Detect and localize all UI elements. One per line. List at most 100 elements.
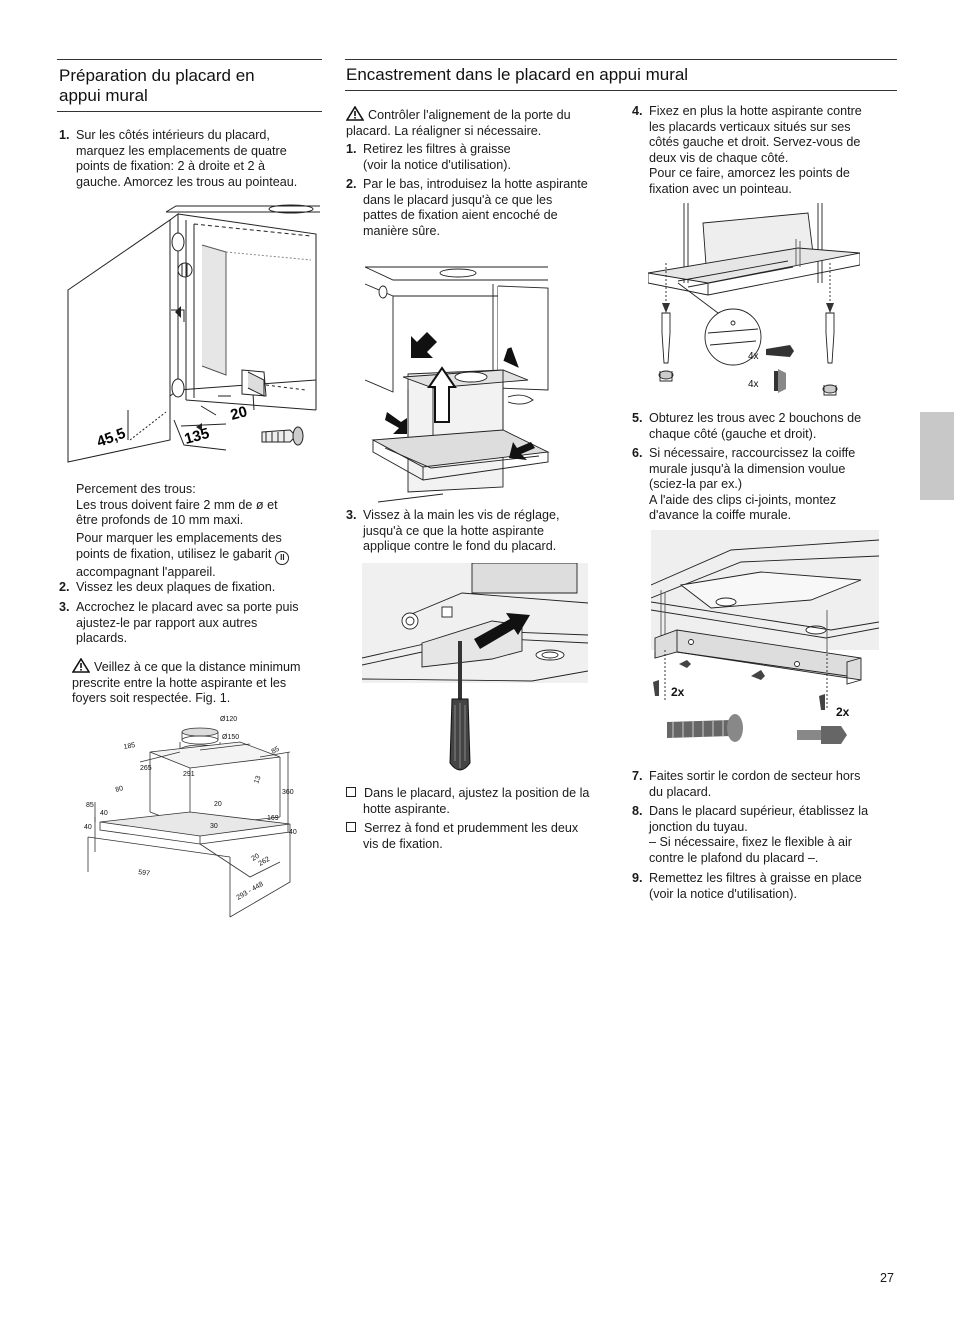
drilling-info-line-1: Percement des trous: — [76, 482, 196, 496]
right-clips-count-label: 2x — [836, 705, 850, 719]
hood-insertion-figure — [364, 266, 550, 503]
right-step-4-line-6: fixation avec un pointeau. — [649, 181, 792, 196]
right-heading-rule-bottom — [345, 90, 897, 91]
check-item-1: Dans le placard, ajustez la position de … — [346, 786, 616, 817]
cabinet-drilling-figure: 45,5 135 20 — [67, 204, 320, 463]
checkbox-icon — [346, 822, 356, 832]
drilling-info-line-3: être profonds de 10 mm maxi. — [76, 513, 244, 528]
left-heading-rule-top — [57, 59, 322, 60]
wall-canopy-figure: 2x 2x — [651, 530, 879, 744]
left-warning-line-2: prescrite entre la hotte aspirante et le… — [72, 675, 287, 690]
left-heading-rule-bottom — [57, 111, 322, 112]
right-step-2-num: 2. — [346, 177, 357, 191]
dim-291: 291 — [183, 771, 195, 778]
dim-d120: Ø120 — [220, 716, 237, 723]
warning-icon — [72, 658, 90, 673]
right-step-8-line-4: contre le plafond du placard –. — [649, 850, 819, 865]
dimension-drawing-figure: Ø120 Ø150 185 85 265 291 13 360 80 85 40… — [84, 716, 297, 918]
left-step-1-line-3: points de fixation: 2 à droite et 2 à — [76, 159, 266, 174]
left-heading-line-1: Préparation du placard en — [59, 66, 255, 85]
left-warning-line-3: foyers soit respectée. Fig. 1. — [72, 691, 231, 706]
dim-d150: Ø150 — [222, 734, 239, 741]
right-step-8-line-2: jonction du tuyau. — [649, 819, 748, 834]
check-item-1-line-1-text: Dans le placard, ajustez la position de … — [364, 786, 590, 800]
dim-169: 169 — [267, 815, 279, 822]
left-step-1-line-2: marquez les emplacements de quatre — [76, 143, 287, 158]
dim-40-b: 40 — [84, 824, 92, 831]
right-step-4-line-1: Fixez en plus la hotte aspirante contre — [649, 104, 862, 118]
left-warning: Veillez à ce que la distance minimum pre… — [72, 658, 327, 707]
right-heading: Encastrement dans le placard en appui mu… — [346, 65, 689, 84]
left-step-3-line-3: placards. — [76, 631, 128, 646]
right-step-5-num: 5. — [632, 411, 643, 425]
right-step-1-line-1: Retirez les filtres à graisse — [363, 142, 511, 156]
chapter-tab — [920, 412, 954, 500]
right-warning: Contrôler l'alignement de la porte du pl… — [346, 106, 611, 139]
left-step-1-num: 1. — [59, 128, 70, 142]
right-step-6-line-3: (sciez-la par ex.) — [649, 477, 743, 492]
right-warning-line-1: Contrôler l'alignement de la porte du — [346, 106, 611, 124]
right-step-2-line-3: pattes de fixation aient encoché de — [363, 208, 558, 223]
right-step-8-num: 8. — [632, 804, 643, 818]
right-step-8-line-3: – Si nécessaire, fixez le flexible à air — [649, 835, 852, 850]
plugs-count-label: 4x — [748, 379, 759, 390]
right-step-7-line-2: du placard. — [649, 784, 712, 799]
right-step-1-num: 1. — [346, 142, 357, 156]
right-step-4-num: 4. — [632, 104, 643, 118]
right-step-3-line-2: jusqu'à ce que la hotte aspirante — [363, 523, 544, 538]
dim-185: 185 — [123, 742, 136, 751]
left-step-1-line-4: gauche. Amorcez les trous au pointeau. — [76, 174, 298, 189]
right-step-7-line-1: Faites sortir le cordon de secteur hors — [649, 769, 861, 783]
left-step-1-line-1: Sur les côtés intérieurs du placard, — [76, 128, 270, 142]
screws-count-label: 4x — [748, 351, 759, 362]
page-number: 27 — [880, 1271, 895, 1285]
left-warning-line-1: Veillez à ce que la distance minimum — [72, 658, 327, 676]
dim-20-a: 20 — [214, 801, 222, 808]
template-info-line-3: accompagnant l'appareil. — [76, 564, 216, 579]
right-step-6-line-2: murale jusqu'à la dimension voulue — [649, 461, 846, 476]
left-step-3-num: 3. — [59, 600, 70, 614]
dim-20-b: 20 — [251, 853, 261, 863]
right-step-6-line-4: A l'aide des clips ci-joints, montez — [649, 492, 837, 507]
check-item-2-line-1: Serrez à fond et prudemment les deux — [346, 821, 616, 837]
template-symbol-icon: II — [275, 550, 290, 565]
right-step-3-line-1: Vissez à la main les vis de réglage, — [363, 508, 560, 522]
right-step-5-line-1: Obturez les trous avec 2 bouchons de — [649, 411, 862, 425]
left-heading: Préparation du placard en appui mural — [59, 66, 255, 106]
warning-icon — [346, 106, 364, 121]
right-step-9-line-2: (voir la notice d'utilisation). — [649, 886, 797, 901]
template-info-line-2-text: points de fixation, utilisez le gabarit — [76, 546, 272, 561]
right-warning-line-1-text: Contrôler l'alignement de la porte du — [368, 108, 571, 122]
dim-265: 265 — [140, 765, 152, 772]
left-step-3-line-2: ajustez-le par rapport aux autres — [76, 615, 258, 630]
dim-262: 262 — [258, 856, 272, 868]
side-fixing-figure: 4x 4x — [648, 203, 860, 396]
check-item-2: Serrez à fond et prudemment les deux vis… — [346, 821, 616, 852]
dim-597: 597 — [138, 869, 151, 878]
left-warning-line-1-text: Veillez à ce que la distance minimum — [94, 660, 301, 674]
right-step-6-line-1: Si nécessaire, raccourcissez la coiffe — [649, 446, 856, 460]
dim-label-135: 135 — [183, 425, 212, 448]
dim-85-top: 85 — [271, 746, 281, 756]
right-heading-rule-top — [345, 59, 897, 60]
template-info: Pour marquer les emplacements des points… — [76, 531, 326, 580]
left-heading-line-2: appui mural — [59, 86, 148, 105]
dim-80: 80 — [115, 785, 124, 794]
dim-13: 13 — [253, 775, 262, 785]
adjusting-screw-figure — [362, 563, 588, 771]
right-step-6-line-5: d'avance la coiffe murale. — [649, 508, 792, 523]
right-step-3-line-3: applique contre le fond du placard. — [363, 539, 557, 554]
left-step-3-line-1: Accrochez le placard avec sa porte puis — [76, 600, 299, 614]
left-clips-count-label: 2x — [671, 685, 685, 699]
right-step-7-num: 7. — [632, 769, 643, 783]
dim-40-c: 40 — [289, 829, 297, 836]
right-step-9-line-1: Remettez les filtres à graisse en place — [649, 871, 862, 885]
left-step-2-num: 2. — [59, 580, 70, 594]
right-warning-line-2: placard. La réaligner si nécessaire. — [346, 123, 542, 138]
right-step-9-num: 9. — [632, 871, 643, 885]
check-item-2-line-1-text: Serrez à fond et prudemment les deux — [364, 821, 579, 835]
right-step-3-num: 3. — [346, 508, 357, 522]
right-step-6-num: 6. — [632, 446, 643, 460]
right-step-2-line-1: Par le bas, introduisez la hotte aspiran… — [363, 177, 588, 191]
